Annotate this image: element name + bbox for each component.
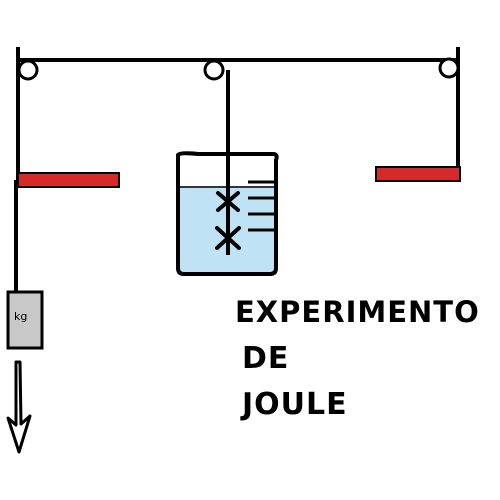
- down-arrow-icon: [6, 360, 32, 454]
- weight-label: kg: [14, 310, 27, 323]
- right-red-arm: [375, 166, 461, 182]
- left-red-arm: [17, 172, 120, 188]
- beaker-outline: [176, 151, 279, 276]
- center-pulley: [203, 59, 225, 81]
- title-line-3: JOULE: [242, 387, 348, 422]
- weight-block: [6, 290, 44, 350]
- right-pulley: [438, 57, 460, 79]
- left-pulley: [17, 59, 39, 81]
- stirrer-paddle-lower: [215, 226, 241, 250]
- title-line-2: DE: [242, 341, 290, 376]
- stirrer-paddle-upper: [216, 191, 240, 212]
- title-line-1: EXPERIMENTO: [235, 295, 480, 329]
